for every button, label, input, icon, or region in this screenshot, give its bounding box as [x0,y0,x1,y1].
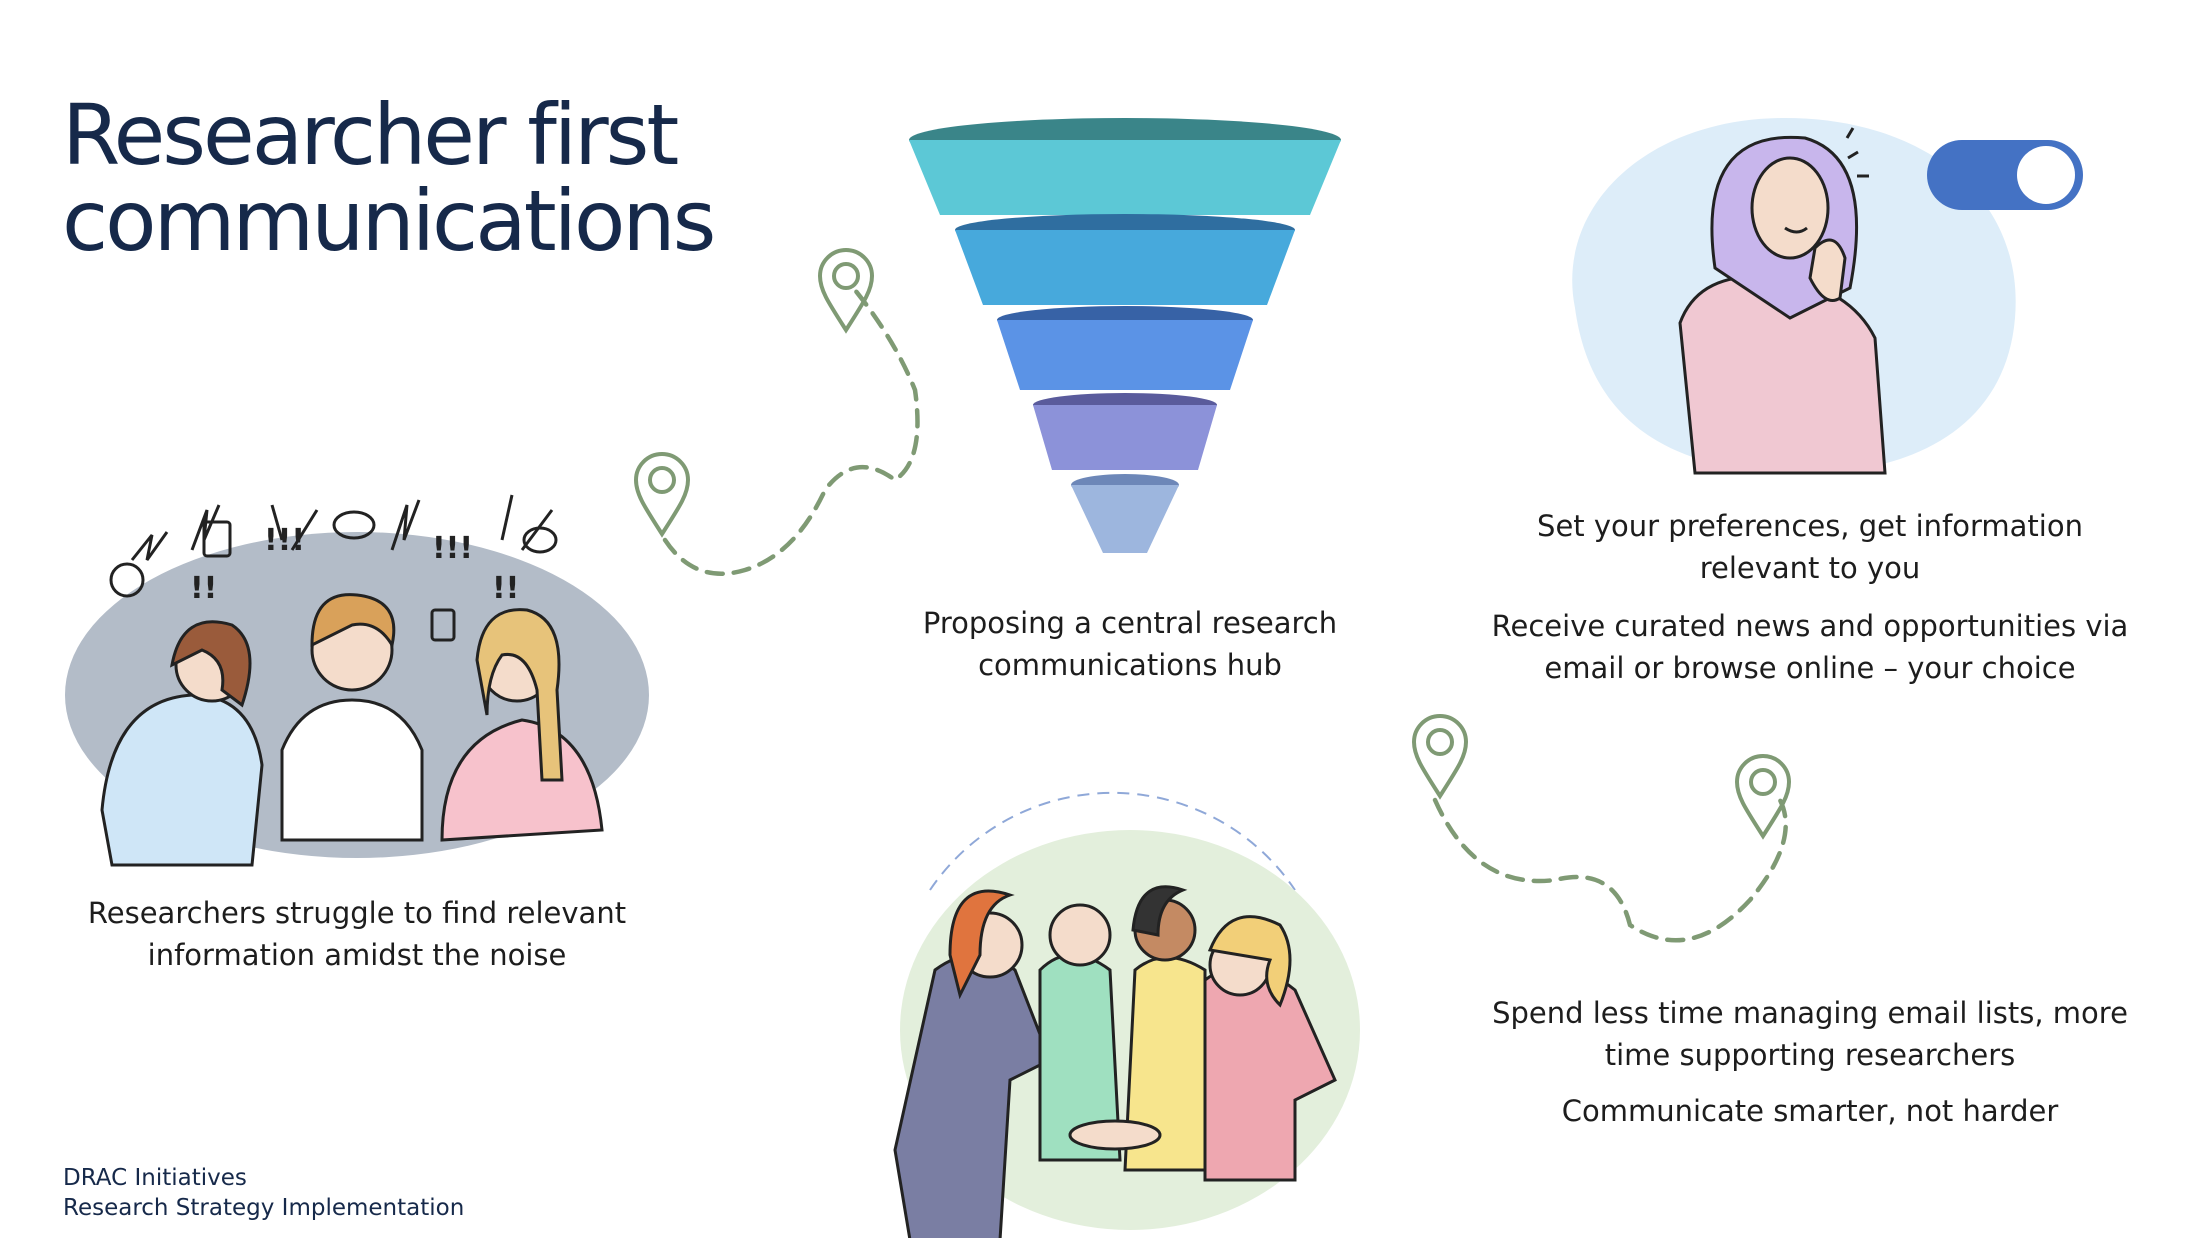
map-pin-icon [633,452,691,538]
svg-text:!!!: !!! [432,531,473,566]
page-title: Researcher first communications [62,92,782,264]
funnel-icon [909,118,1341,553]
svg-text:!!: !! [492,571,519,606]
hub-text: Proposing a central research communicati… [922,606,1338,682]
journey-path-right [1432,797,1788,943]
preferences-caption: Set your preferences, get information re… [1470,505,2150,689]
thinking-person-illustration [1572,118,2016,475]
toggle-switch-icon [1927,140,2083,210]
outcome-text-1: Spend less time managing email lists, mo… [1492,996,2128,1072]
svg-text:!!!: !!! [264,523,305,558]
outcome-caption: Spend less time managing email lists, mo… [1470,992,2150,1132]
title-line-1: Researcher first [62,86,679,184]
map-pin-icon [817,248,875,334]
title-line-2: communications [62,172,716,270]
svg-text:!!: !! [190,571,217,606]
footer-line-1: DRAC Initiatives [63,1165,247,1191]
hub-caption: Proposing a central research communicati… [880,602,1380,686]
stressed-researchers-illustration: !!!!!!!!!! [65,494,649,867]
problem-caption: Researchers struggle to find relevant in… [62,892,652,976]
footer-line-2: Research Strategy Implementation [63,1195,465,1221]
problem-text: Researchers struggle to find relevant in… [87,896,627,972]
footer: DRAC Initiatives Research Strategy Imple… [63,1163,464,1223]
preferences-text-2: Receive curated news and opportunities v… [1491,609,2129,685]
map-pin-icon [1734,754,1792,840]
map-pin-icon [1411,714,1469,800]
team-collaboration-illustration [893,791,1360,1238]
preferences-text-1: Set your preferences, get information re… [1537,509,2083,585]
journey-path-left [662,287,920,576]
outcome-text-2: Communicate smarter, not harder [1561,1094,2059,1128]
